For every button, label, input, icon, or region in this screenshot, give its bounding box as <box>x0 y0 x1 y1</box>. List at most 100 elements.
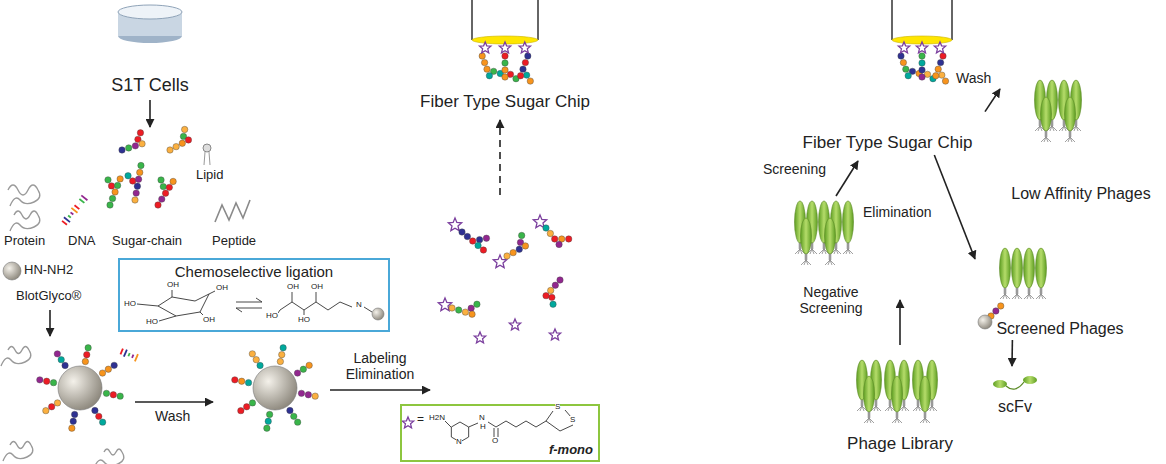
sugar-unit <box>37 377 43 383</box>
phage-leg <box>822 249 824 254</box>
sugar-unit <box>50 379 56 385</box>
dna-rung <box>62 221 67 225</box>
sugar-unit <box>132 197 138 203</box>
glyco-bead <box>3 262 21 280</box>
sugar-unit <box>903 66 909 72</box>
phage-head <box>1065 97 1076 131</box>
dna-rung <box>135 354 138 361</box>
sugar-chain-glyph <box>92 407 106 425</box>
phage-head <box>1024 248 1035 288</box>
node-label: f-mono <box>549 443 593 458</box>
phage-leg <box>897 418 902 423</box>
phage-leg <box>932 406 937 411</box>
chem-bond <box>498 428 499 437</box>
phage-icon <box>1000 248 1011 299</box>
sugar-unit <box>232 377 238 383</box>
sugar-unit <box>469 311 475 317</box>
phage-leg <box>836 249 841 254</box>
part-name: Peptide <box>212 234 256 249</box>
phage-leg <box>1017 294 1022 299</box>
sugar-unit <box>900 59 906 65</box>
edge-label: Wash <box>955 70 992 86</box>
sugar-unit <box>117 176 123 182</box>
sugar-unit <box>58 356 64 362</box>
sugar-unit <box>919 53 925 59</box>
chem-bond <box>304 310 305 315</box>
dna-rung <box>128 353 129 356</box>
sugar-unit <box>510 249 516 255</box>
atom-label: HO <box>266 312 278 320</box>
sugar-unit <box>107 202 113 208</box>
label-star <box>474 332 485 343</box>
sugar-unit <box>132 143 138 149</box>
sugar-unit <box>919 60 925 66</box>
phage-leg <box>1036 294 1041 299</box>
phage-leg <box>834 249 836 254</box>
part-name: Lipid <box>196 168 223 183</box>
phage-leg <box>795 249 800 254</box>
sugar-unit <box>105 366 111 372</box>
sugar-chain-glyph <box>287 407 301 425</box>
sugar-unit <box>480 247 486 253</box>
sugar-chain-glyph <box>933 53 949 84</box>
sugar-unit <box>69 425 75 431</box>
chem-bond <box>469 423 478 427</box>
process-arrow <box>135 401 213 403</box>
edge-label: Elimination <box>862 204 932 220</box>
sugar-unit <box>48 404 54 410</box>
label-star <box>479 42 490 53</box>
sugar-unit <box>108 183 114 189</box>
atom-label: N <box>356 301 362 309</box>
phage-icon <box>801 218 812 265</box>
phage-leg <box>920 418 925 423</box>
sugar-unit <box>167 147 173 153</box>
sugar-unit <box>566 236 572 242</box>
phage-head <box>843 201 854 243</box>
sugar-unit <box>935 66 941 72</box>
phage-leg <box>1003 294 1005 299</box>
sugar-unit <box>134 183 140 189</box>
process-arrow <box>985 89 1000 112</box>
glyco-bead <box>978 315 992 329</box>
phage-group: Low Affinity Phages <box>1000 60 1162 205</box>
sugar-chain-glyph <box>504 232 529 259</box>
phage-leg <box>1046 137 1051 142</box>
phage-leg <box>848 249 853 254</box>
atom-label: OH <box>216 284 228 292</box>
sugar-unit <box>43 378 49 384</box>
fiber-wall <box>951 0 953 40</box>
sugar-unit <box>937 59 943 65</box>
dna-rung <box>124 350 127 357</box>
dna-rung <box>71 208 77 213</box>
sugar-unit <box>138 162 144 168</box>
phage-leg <box>1005 294 1010 299</box>
sugar-unit <box>993 308 999 314</box>
sugar-unit <box>312 393 318 399</box>
phage-leg <box>1044 137 1046 142</box>
sugar-unit <box>279 351 285 357</box>
sugar-unit <box>155 202 161 208</box>
sugar-unit <box>71 411 77 417</box>
sugar-chain-glyph <box>232 377 252 386</box>
phage-head <box>825 218 836 254</box>
sugar-unit <box>484 66 490 72</box>
phage-leg <box>1027 294 1029 299</box>
label-star <box>402 417 413 428</box>
phage-leg <box>869 418 874 423</box>
process-arrow <box>149 100 151 127</box>
phage-leg <box>846 249 848 254</box>
atom-label: N <box>479 414 485 422</box>
sugar-chain-glyph <box>449 301 480 317</box>
sugar-unit <box>99 419 105 425</box>
node-label: scFv <box>998 398 1032 416</box>
sugar-unit <box>464 233 470 239</box>
sugar-unit <box>919 74 925 80</box>
dna-rung <box>120 349 122 355</box>
atom-label: OH <box>311 283 323 291</box>
label-star <box>519 42 530 53</box>
sugar-unit <box>543 225 549 231</box>
step-label: Labeling Elimination <box>340 350 420 382</box>
phage-leg <box>828 260 830 265</box>
protein-glyph <box>1 347 31 367</box>
label-star <box>509 319 520 330</box>
